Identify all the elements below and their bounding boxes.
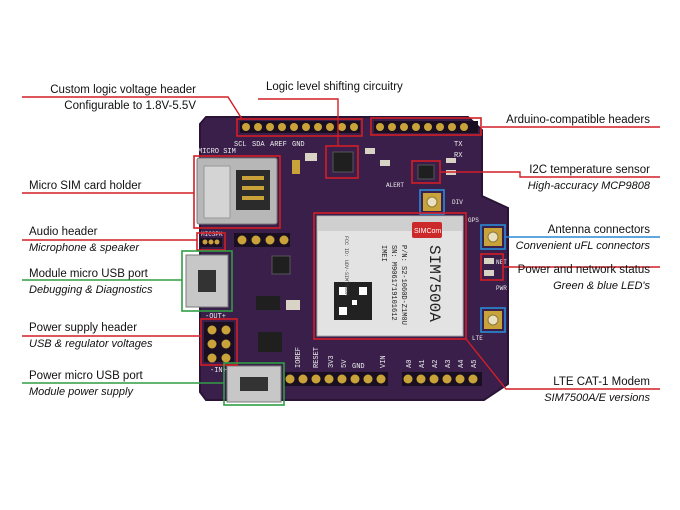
top-right-header-pins <box>374 121 478 133</box>
callout-power-usb-sub: Module power supply <box>29 386 133 398</box>
module-model: SIM7500A <box>425 245 443 322</box>
regulator <box>258 332 282 352</box>
silk-gnd-top: GND <box>292 141 305 149</box>
bottom-power-header-pins <box>284 372 388 386</box>
highlight-audio-header <box>196 232 226 251</box>
callout-power-header-sub: USB & regulator voltages <box>29 338 153 350</box>
bottom-analog-header-pins <box>402 372 482 386</box>
callout-voltage-title: Custom logic voltage header <box>50 84 196 96</box>
silk-a2: A2 <box>432 360 440 368</box>
top-left-header-pins <box>240 121 360 133</box>
module-sn: SN: M9061719101612 <box>389 245 397 321</box>
leader-lte-modem <box>465 338 660 390</box>
callout-lte-title: LTE CAT-1 Modem <box>553 376 650 388</box>
power-micro-usb-connector <box>226 365 282 403</box>
silk-out: -OUT+ <box>205 313 226 321</box>
ufl-div-connector <box>423 193 441 211</box>
callout-i2c-sub: High-accuracy MCP9808 <box>527 180 650 192</box>
highlight-div-antenna <box>419 189 445 215</box>
callout-antenna-sub: Convenient uFL connectors <box>515 240 650 252</box>
smd-part <box>305 153 317 161</box>
silk-a5: A5 <box>471 360 479 368</box>
callout-voltage-sub: Configurable to 1.8V-5.5V <box>64 100 196 112</box>
silk-mic-spk: MICSPK <box>201 231 223 238</box>
silk-in: -IN+ <box>210 367 227 375</box>
silk-lte: LTE <box>472 335 483 342</box>
leader-voltage-header <box>22 96 243 120</box>
highlight-arduino-headers <box>370 117 482 136</box>
highlight-lte-modem <box>313 212 467 340</box>
ufl-lte-connector <box>484 311 502 329</box>
smd-part <box>286 300 300 310</box>
callout-status-sub: Green & blue LED's <box>553 280 650 292</box>
module-micro-usb-connector <box>185 254 229 308</box>
silk-tx: TX <box>454 141 463 149</box>
side-header-pins <box>234 233 290 247</box>
silk-3v3: 3V3 <box>328 355 336 368</box>
silk-gps: GPS <box>468 217 479 224</box>
silk-scl: SCL <box>234 141 247 149</box>
smd-part <box>365 148 375 154</box>
temperature-sensor-chip <box>417 164 435 180</box>
highlight-level-shifter <box>325 145 359 179</box>
highlight-power-header <box>200 318 238 366</box>
leader-level-shifter <box>258 98 339 146</box>
smd-part <box>380 160 390 166</box>
highlight-lte-antenna <box>480 307 506 333</box>
smd-part <box>292 160 300 174</box>
silk-micro-sim: MICRO SIM <box>198 148 236 156</box>
silk-sda: SDA <box>252 141 265 149</box>
silk-5v: 5V <box>341 359 349 368</box>
smd-chip <box>271 255 291 275</box>
status-led <box>484 258 494 264</box>
module-imei: IMEI <box>379 245 387 262</box>
silk-reset: RESET <box>313 347 321 368</box>
silk-gnd: GND <box>352 363 365 371</box>
highlight-power-usb <box>223 362 285 406</box>
module-brand: SIMCom <box>414 228 441 235</box>
silk-a1: A1 <box>419 360 427 368</box>
callout-i2c-title: I2C temperature sensor <box>529 164 650 176</box>
highlight-module-usb <box>181 250 233 312</box>
silk-a4: A4 <box>458 360 466 368</box>
leader-temp-sensor <box>440 171 660 178</box>
callout-power-header-title: Power supply header <box>29 322 138 334</box>
highlight-sim-holder <box>193 155 281 229</box>
silk-net: NET <box>496 259 507 266</box>
module-fcc: FCC ID: UDV-SIM7500A <box>343 236 349 296</box>
callout-audio-title: Audio header <box>29 226 98 238</box>
callout-status-title: Power and network status <box>517 264 650 276</box>
regulator <box>256 296 280 310</box>
power-header-pins <box>204 322 234 363</box>
callout-arduino-title: Arduino-compatible headers <box>506 114 650 126</box>
callout-audio-sub: Microphone & speaker <box>29 242 140 254</box>
sim-card-holder: MICRO SIM <box>196 148 278 225</box>
audio-header-pins <box>200 238 222 247</box>
silk-rx: RX <box>454 152 463 160</box>
status-led <box>484 270 494 276</box>
callout-antenna-title: Antenna connectors <box>547 224 650 236</box>
smd-part <box>446 158 456 163</box>
silk-alert: ALERT <box>386 182 404 189</box>
lte-modem-module: SIMCom SIM7500A P/N: S2-1060D-Z1M0U SN: … <box>316 215 464 337</box>
silk-vin: VIN <box>380 355 388 368</box>
callout-sim-title: Micro SIM card holder <box>29 180 142 192</box>
callout-module-usb-title: Module micro USB port <box>29 268 148 280</box>
callout-level-shift-title: Logic level shifting circuitry <box>266 81 403 93</box>
callout-lte-sub: SIM7500A/E versions <box>544 392 650 404</box>
highlight-voltage-header <box>236 118 363 137</box>
silk-ioref: IOREF <box>295 347 303 368</box>
silk-aref: AREF <box>270 141 287 149</box>
level-shifter-chip <box>332 151 354 173</box>
module-pn: P/N: S2-1060D-Z1M0U <box>399 245 407 325</box>
silk-pwr: PWR <box>496 285 507 292</box>
silk-a0: A0 <box>406 360 414 368</box>
silk-a3: A3 <box>445 360 453 368</box>
callout-module-usb-sub: Debugging & Diagnostics <box>29 284 153 296</box>
silk-div: DIV <box>452 199 463 206</box>
callout-power-usb-title: Power micro USB port <box>29 370 143 382</box>
ufl-gps-connector <box>484 228 502 246</box>
